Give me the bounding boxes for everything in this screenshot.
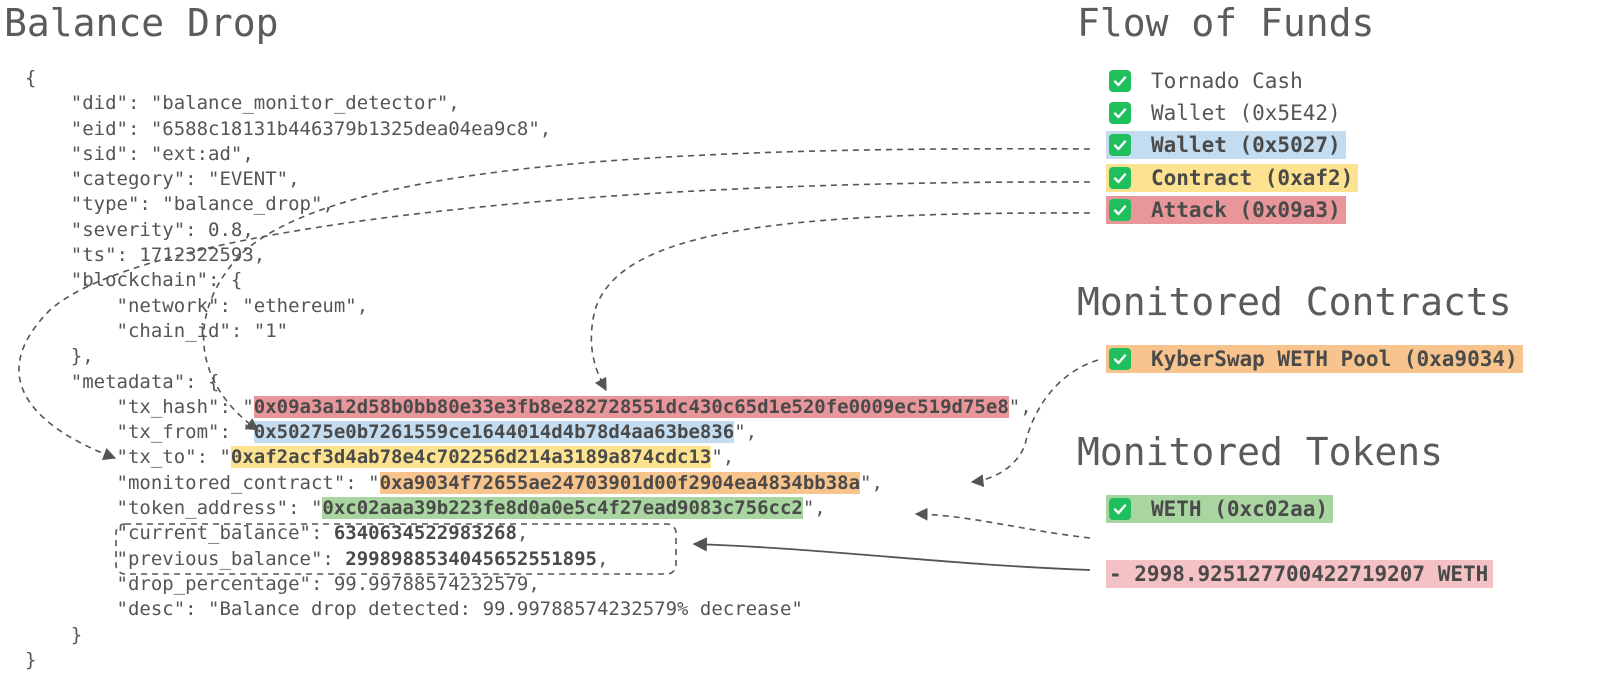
tx-to-value: 0xaf2acf3d4ab78e4c702256d214a3189a874cdc… <box>230 446 712 469</box>
balance-change-badge: - 2998.925127700422719207 WETH <box>1106 560 1494 588</box>
json-current-balance: "current_balance": 6340634522983268, <box>25 522 529 545</box>
check-icon[interactable] <box>1109 199 1131 221</box>
flow-item-tornado-cash[interactable]: Tornado Cash <box>1106 67 1308 95</box>
json-ts: "ts": 1712322593, <box>25 244 266 267</box>
json-previous-balance: "previous_balance": 29989885340456525518… <box>25 547 609 570</box>
json-desc: "desc": "Balance drop detected: 99.99788… <box>25 598 803 621</box>
monitored-token-label: WETH (0xc02aa) <box>1151 497 1329 521</box>
balance-drop-title: Balance Drop <box>4 1 279 45</box>
previous-balance-value: 2998988534045652551895 <box>345 547 597 570</box>
json-blockchain-close: }, <box>25 345 94 368</box>
arrow-contract-to-monitored <box>970 359 1099 488</box>
balance-change-label: - 2998.925127700422719207 WETH <box>1109 562 1489 586</box>
monitored-contract-kyberswap[interactable]: KyberSwap WETH Pool (0xa9034) <box>1106 345 1523 373</box>
monitored-contract-label: KyberSwap WETH Pool (0xa9034) <box>1151 347 1518 371</box>
check-icon[interactable] <box>1109 134 1131 156</box>
flow-of-funds-title: Flow of Funds <box>1077 1 1375 45</box>
current-balance-value: 6340634522983268 <box>333 522 517 545</box>
json-tx-hash: "tx_hash": "0x09a3a12d58b0bb80e33e3fb8e2… <box>25 395 1032 418</box>
json-metadata-close: } <box>25 623 83 646</box>
arrow-balance-change-to-box <box>692 537 1091 571</box>
arrow-token-to-address <box>914 507 1091 539</box>
flow-item-label: Contract (0xaf2) <box>1151 166 1354 190</box>
json-category: "category": "EVENT", <box>25 168 300 191</box>
balances-dashed-box <box>115 523 677 575</box>
flow-item-label: Attack (0x09a3) <box>1151 198 1341 222</box>
check-icon[interactable] <box>1109 102 1131 124</box>
json-blockchain: "blockchain": { <box>25 269 243 292</box>
token-address-value: 0xc02aaa39b223fe8d0a0e5c4f27ead9083c756c… <box>322 497 803 520</box>
arrow-wallet-to-tx-from <box>202 147 1091 431</box>
check-icon[interactable] <box>1109 167 1131 189</box>
json-network: "network": "ethereum", <box>25 294 369 317</box>
flow-item-label: Tornado Cash <box>1151 69 1303 93</box>
arrow-attack-to-tx-hash <box>590 212 1091 392</box>
flow-item-label: Wallet (0x5E42) <box>1151 101 1341 125</box>
flow-item-wallet-5e42[interactable]: Wallet (0x5E42) <box>1106 99 1346 127</box>
json-drop-percentage: "drop_percentage": 99.99788574232579, <box>25 572 540 595</box>
json-token-address: "token_address": "0xc02aaa39b223fe8d0a0e… <box>25 497 826 520</box>
json-did: "did": "balance_monitor_detector", <box>25 92 460 115</box>
check-icon[interactable] <box>1109 348 1131 370</box>
json-chain-id: "chain_id": "1" <box>25 319 289 342</box>
check-icon[interactable] <box>1109 70 1131 92</box>
monitored-contracts-title: Monitored Contracts <box>1077 280 1512 324</box>
json-eid: "eid": "6588c18131b446379b1325dea04ea9c8… <box>25 117 552 140</box>
json-severity: "severity": 0.8, <box>25 218 254 241</box>
monitored-contract-value: 0xa9034f72655ae24703901d00f2904ea4834bb3… <box>379 471 861 494</box>
json-close-brace: } <box>25 648 37 671</box>
json-open-brace: { <box>25 67 37 89</box>
json-sid: "sid": "ext:ad", <box>25 142 254 165</box>
flow-item-label: Wallet (0x5027) <box>1151 133 1341 157</box>
monitored-token-weth[interactable]: WETH (0xc02aa) <box>1106 495 1334 523</box>
json-monitored-contract: "monitored_contract": "0xa9034f72655ae24… <box>25 471 883 494</box>
tx-from-value: 0x50275e0b7261559ce1644014d4b78d4aa63be8… <box>253 421 735 444</box>
json-tx-from: "tx_from": "0x50275e0b7261559ce1644014d4… <box>25 421 758 444</box>
event-json: { "did": "balance_monitor_detector", "ei… <box>25 66 1032 673</box>
flow-item-wallet-5027[interactable]: Wallet (0x5027) <box>1106 131 1346 159</box>
check-icon[interactable] <box>1109 498 1131 520</box>
flow-item-attack-09a3[interactable]: Attack (0x09a3) <box>1106 196 1346 224</box>
arrow-contract-to-tx-to <box>18 181 1091 460</box>
flow-item-contract-af2[interactable]: Contract (0xaf2) <box>1106 164 1359 192</box>
json-type: "type": "balance_drop", <box>25 193 334 216</box>
json-tx-to: "tx_to": "0xaf2acf3d4ab78e4c702256d214a3… <box>25 446 735 469</box>
tx-hash-value: 0x09a3a12d58b0bb80e33e3fb8e282728551dc43… <box>253 395 1009 418</box>
monitored-tokens-title: Monitored Tokens <box>1077 430 1444 474</box>
